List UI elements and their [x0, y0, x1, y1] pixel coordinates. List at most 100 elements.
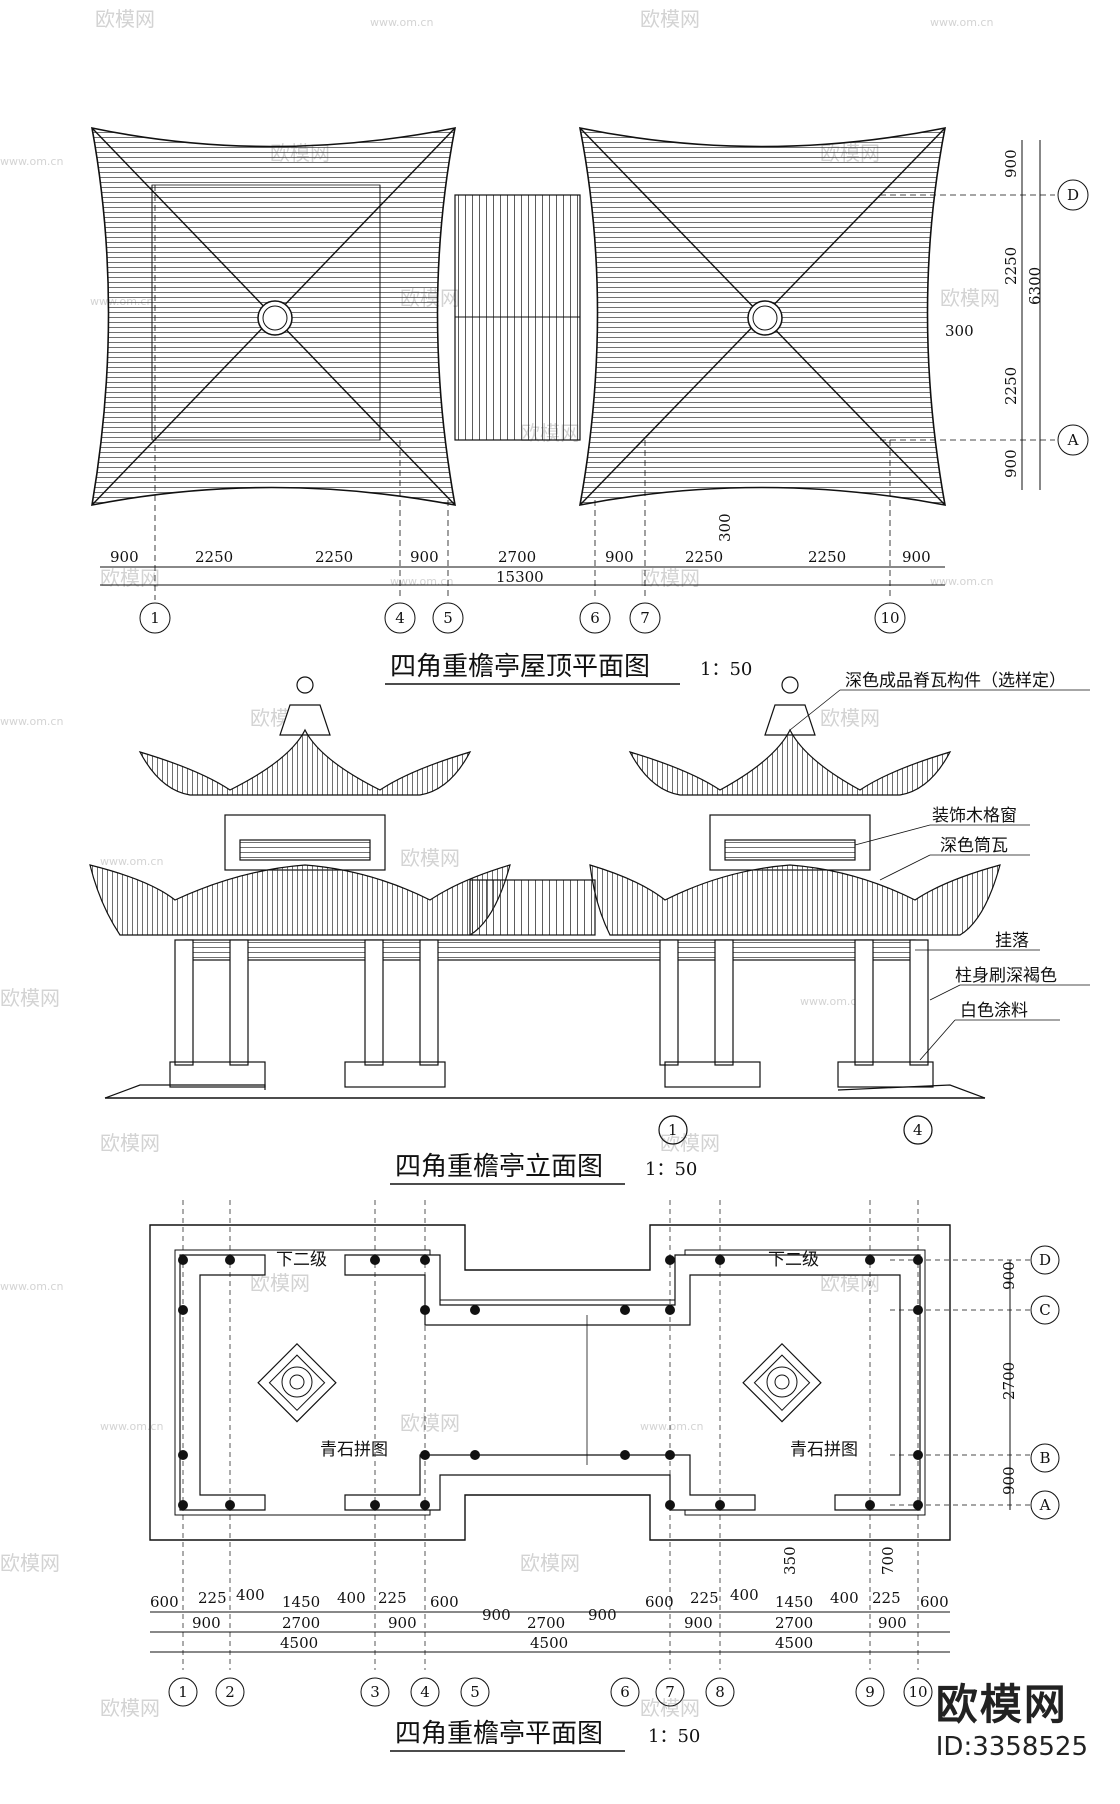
watermark-url: www.om.cn — [390, 575, 453, 588]
dim-label: 900 — [1002, 449, 1020, 478]
dim-label: 900 — [1002, 149, 1020, 178]
watermark-url: www.om.cn — [0, 1280, 63, 1293]
drawing-scale: 1：50 — [700, 659, 752, 680]
dim-label: 225 — [378, 1589, 407, 1607]
dim-label: 600 — [920, 1593, 949, 1611]
dim-label: 2700 — [498, 548, 536, 566]
floor-plan-axes — [168, 1245, 1060, 1707]
axis-bubble: 7 — [665, 1683, 675, 1701]
dim-label: 900 — [1000, 1261, 1018, 1290]
axis-bubble: 10 — [880, 609, 899, 627]
axis-bubble: D — [1067, 186, 1079, 204]
watermark-url: www.om.cn — [930, 16, 993, 29]
dim-label: 2700 — [775, 1614, 813, 1632]
axis-bubble: 10 — [908, 1683, 927, 1701]
watermark: 欧模网 — [95, 7, 155, 31]
floor-plan-columns — [178, 1255, 923, 1510]
roof-plan-axes — [139, 179, 1089, 634]
dim-label: 600 — [645, 1593, 674, 1611]
lower-roof-right — [589, 864, 1001, 936]
roof-plan-dims-right: 900 2250 2250 900 6300 — [1002, 149, 1044, 478]
dim-label: 4500 — [530, 1634, 568, 1652]
dim-label: 2250 — [808, 548, 846, 566]
lower-roof-left — [89, 864, 511, 936]
dim-label: 2250 — [315, 548, 353, 566]
dim-350: 350 — [781, 1546, 799, 1575]
axis-bubble: 5 — [443, 609, 453, 627]
lattice-window-left — [239, 839, 371, 861]
dim-label: 2250 — [195, 548, 233, 566]
dim-label: 1450 — [282, 1593, 320, 1611]
brand-id: ID:3358525 — [935, 1732, 1088, 1762]
note-tube-tile: 深色筒瓦 — [940, 836, 1008, 856]
drawing-title: 四角重檐亭平面图 — [395, 1719, 603, 1749]
watermark-url: www.om.cn — [930, 575, 993, 588]
note-lattice-window: 装饰木格窗 — [932, 806, 1017, 826]
elevation — [89, 676, 1090, 1145]
watermark-url: www.om.cn — [370, 16, 433, 29]
step-label: 下二级 — [276, 1250, 327, 1270]
roof-plan-dims-bottom: 900 2250 2250 900 2700 900 2250 2250 900… — [110, 322, 974, 586]
watermark: 欧模网 — [100, 1696, 160, 1720]
watermark: 欧模网 — [640, 7, 700, 31]
axis-bubble: 6 — [590, 609, 600, 627]
axis-bubble: 1 — [178, 1683, 188, 1701]
roof-plan-axis-labels: 1 4 5 6 7 10 D A — [150, 186, 1079, 627]
drawing-scale: 1：50 — [645, 1159, 697, 1180]
floor-plan-dims: 600 225 400 1450 400 225 600 600 225 400… — [150, 1261, 1018, 1652]
axis-bubble: C — [1039, 1301, 1050, 1319]
axis-bubble: 1 — [668, 1121, 678, 1139]
dim-label: 4500 — [280, 1634, 318, 1652]
brand-badge: 欧模网 ID:3358525 — [936, 1671, 1088, 1762]
elevation-notes: 深色成品脊瓦构件（选样定） 装饰木格窗 深色筒瓦 挂落 柱身刷深褐色 白色涂料 … — [668, 671, 1066, 1139]
watermark: 欧模网 — [520, 1551, 580, 1575]
drawing-title: 四角重檐亭屋顶平面图 — [390, 652, 650, 682]
upper-roof-right — [628, 728, 952, 796]
watermark: 欧模网 — [400, 846, 460, 870]
watermark-url: www.om.cn — [0, 715, 63, 728]
axis-bubble: 6 — [620, 1683, 630, 1701]
dim-label: 600 — [430, 1593, 459, 1611]
axis-bubble: 4 — [420, 1683, 430, 1701]
watermark: 欧模网 — [640, 1696, 700, 1720]
dim-label: 900 — [192, 1614, 221, 1632]
dim-label: 2250 — [685, 548, 723, 566]
dim-label: 900 — [388, 1614, 417, 1632]
axis-bubble: B — [1039, 1449, 1050, 1467]
axis-bubble: 5 — [470, 1683, 480, 1701]
pattern-label: 青石拼图 — [790, 1440, 858, 1460]
note-column-paint: 柱身刷深褐色 — [955, 966, 1057, 986]
watermark-url: www.om.cn — [0, 155, 63, 168]
watermark: 欧模网 — [0, 1551, 60, 1575]
axis-bubble: 1 — [150, 609, 160, 627]
axis-bubble: 9 — [865, 1683, 875, 1701]
watermark: 欧模网 — [400, 1411, 460, 1435]
dim-label: 900 — [902, 548, 931, 566]
drawing-scale: 1：50 — [648, 1726, 700, 1747]
watermark-url: www.om.cn — [100, 855, 163, 868]
dim-label: 600 — [150, 1593, 179, 1611]
note-hanging-lattice: 挂落 — [995, 931, 1029, 951]
dim-label: 900 — [1000, 1466, 1018, 1495]
watermark: 欧模网 — [100, 566, 160, 590]
axis-bubble: D — [1039, 1251, 1051, 1269]
dim-label: 2700 — [282, 1614, 320, 1632]
dim-label: 225 — [690, 1589, 719, 1607]
watermark: 欧模网 — [100, 1131, 160, 1155]
watermark-url: www.om.cn — [100, 1420, 163, 1433]
dim-300: 300 — [716, 513, 734, 542]
dim-label: 225 — [198, 1589, 227, 1607]
dim-label: 400 — [830, 1589, 859, 1607]
watermark: 欧模网 — [0, 986, 60, 1010]
dim-label: 900 — [684, 1614, 713, 1632]
axis-bubble: 7 — [640, 609, 650, 627]
drawing-title: 四角重檐亭立面图 — [395, 1152, 603, 1182]
dim-label: 2700 — [1000, 1362, 1018, 1400]
dim-label: 1450 — [775, 1593, 813, 1611]
axis-bubble: 2 — [225, 1683, 235, 1701]
stone-pattern-right — [742, 1342, 822, 1423]
dim-label: 900 — [878, 1614, 907, 1632]
dim-label: 900 — [482, 1606, 511, 1624]
